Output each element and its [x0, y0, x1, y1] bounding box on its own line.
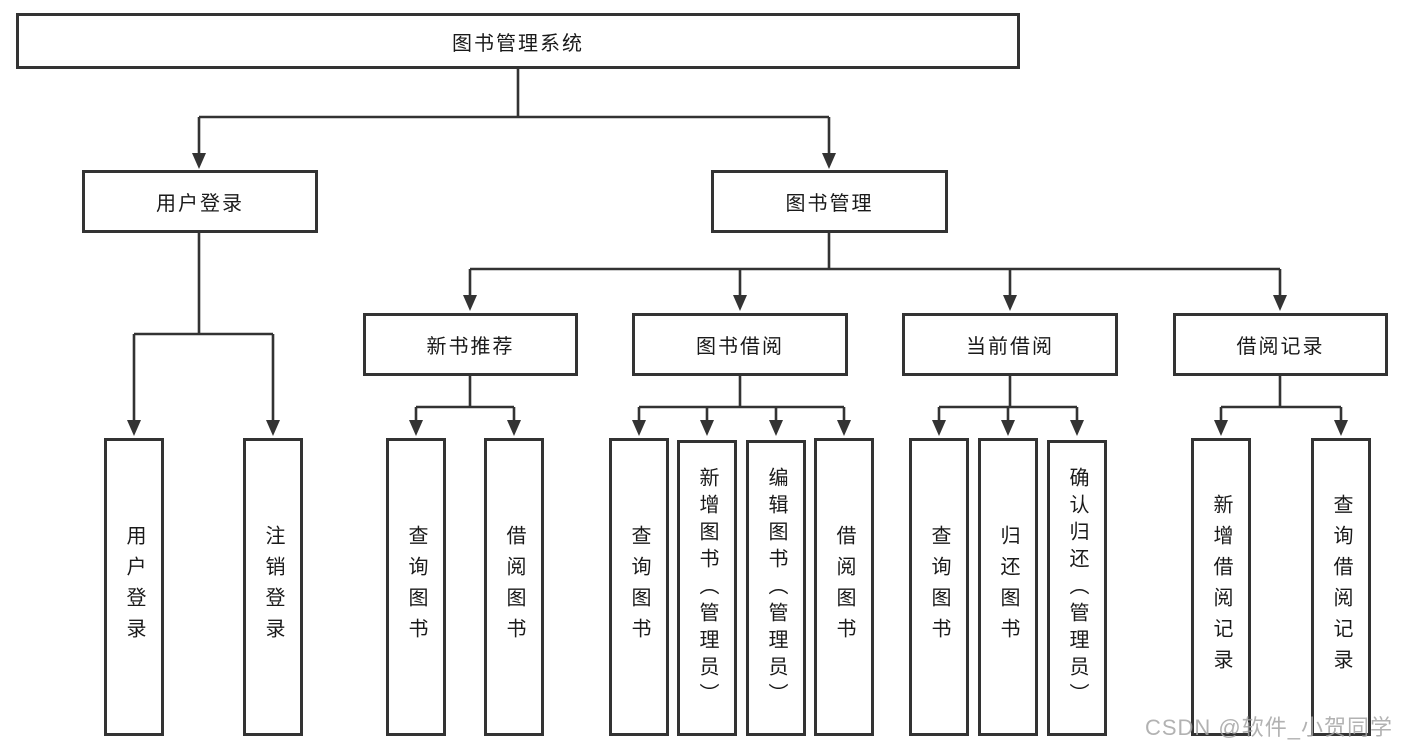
- node-label: 查询图书: [405, 525, 427, 649]
- leaf-logout-login: 注销登录: [243, 438, 303, 736]
- node-label: 归还图书: [997, 525, 1019, 649]
- leaf-nb-query-book: 查询图书: [386, 438, 446, 736]
- watermark-text: CSDN @软件_小贺同学: [1144, 715, 1393, 740]
- leaf-bb-query-book: 查询图书: [609, 438, 669, 736]
- leaf-br-query-record: 查询借阅记录: [1311, 438, 1371, 736]
- leaf-cb-confirm-return-admin: 确认归还（管理员）: [1047, 440, 1107, 736]
- node-label: 用户登录: [123, 525, 145, 649]
- node-library-management-system: 图书管理系统: [16, 13, 1020, 69]
- node-label: 新增图书（管理员）: [696, 466, 718, 710]
- node-current-borrowing: 当前借阅: [902, 313, 1118, 376]
- node-label: 借阅记录: [1236, 336, 1325, 358]
- node-label: 图书管理系统: [452, 32, 584, 55]
- leaf-br-add-record: 新增借阅记录: [1191, 438, 1251, 736]
- node-label: 图书借阅: [696, 336, 784, 358]
- node-label: 新增借阅记录: [1210, 494, 1232, 680]
- leaf-cb-query-book: 查询图书: [909, 438, 969, 736]
- leaf-cb-return-book: 归还图书: [978, 438, 1038, 736]
- leaf-user-login: 用户登录: [104, 438, 164, 736]
- node-label: 确认归还（管理员）: [1066, 466, 1088, 710]
- node-user-login: 用户登录: [82, 170, 318, 233]
- node-book-borrowing: 图书借阅: [632, 313, 848, 376]
- node-label: 借阅图书: [503, 525, 525, 649]
- node-label: 查询图书: [928, 525, 950, 649]
- leaf-nb-borrow-book: 借阅图书: [484, 438, 544, 736]
- leaf-bb-borrow-book: 借阅图书: [814, 438, 874, 736]
- node-new-book-recommendation: 新书推荐: [363, 313, 578, 376]
- node-label: 当前借阅: [966, 336, 1054, 358]
- node-label: 借阅图书: [833, 525, 855, 649]
- node-label: 新书推荐: [426, 336, 515, 358]
- node-label: 查询图书: [628, 525, 650, 649]
- leaf-bb-add-book-admin: 新增图书（管理员）: [677, 440, 737, 736]
- node-label: 编辑图书（管理员）: [765, 466, 787, 710]
- node-label: 图书管理: [785, 193, 874, 215]
- node-borrowing-records: 借阅记录: [1173, 313, 1388, 376]
- node-book-management: 图书管理: [711, 170, 948, 233]
- node-label: 查询借阅记录: [1330, 494, 1352, 680]
- node-label: 用户登录: [156, 193, 244, 215]
- node-label: 注销登录: [262, 525, 284, 649]
- leaf-bb-edit-book-admin: 编辑图书（管理员）: [746, 440, 806, 736]
